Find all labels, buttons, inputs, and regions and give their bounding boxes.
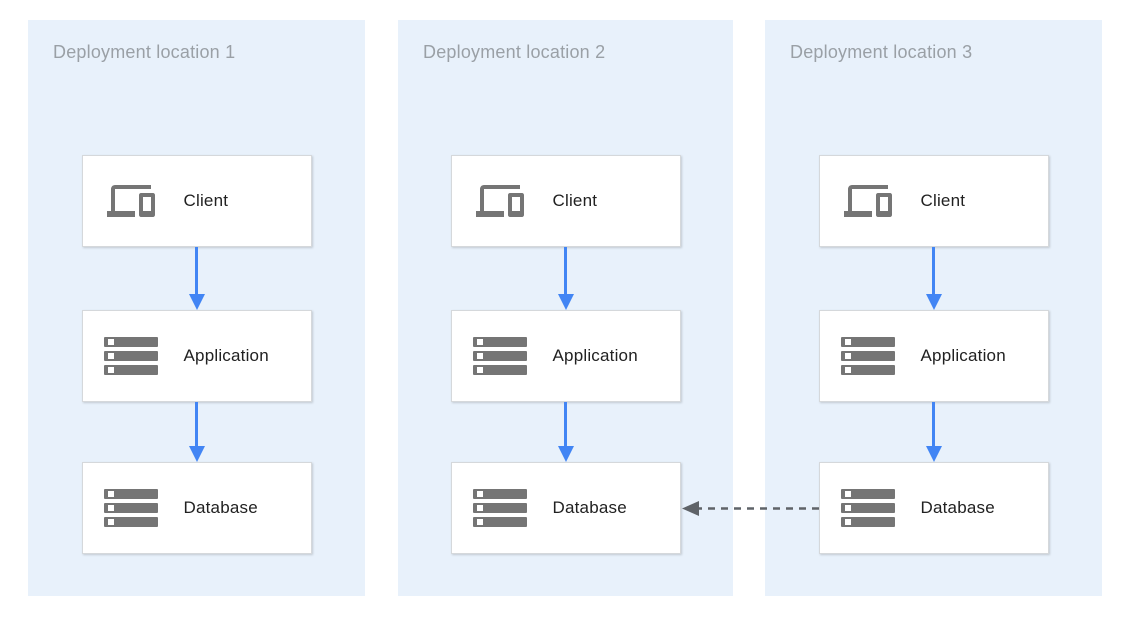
arrow-application-to-database [188,402,205,462]
node-label: Application [183,346,269,365]
server-stack-icon [469,337,531,375]
database-replication-dashed-arrow [681,500,819,517]
node-label: Application [552,346,638,365]
database-node: Database [81,462,312,554]
arrow-shaft [195,402,198,446]
client-devices-icon [837,177,899,225]
server-stack-icon [100,489,162,527]
client-node: Client [818,155,1049,247]
node-label: Database [183,498,258,517]
server-stack-icon [837,489,899,527]
node-label: Client [183,191,229,210]
application-node: Application [450,310,681,402]
server-stack-icon [469,489,531,527]
application-node: Application [81,310,312,402]
arrow-shaft [932,247,935,294]
deployment-location-1-panel: Deployment location 1 Client Application [28,20,365,596]
server-stack-icon [100,337,162,375]
application-node: Application [818,310,1049,402]
client-devices-icon [469,177,531,225]
node-label: Database [552,498,627,517]
node-label: Database [920,498,995,517]
client-node: Client [450,155,681,247]
deployment-location-3-panel: Deployment location 3 Client Application [765,20,1102,596]
client-node: Client [81,155,312,247]
arrow-application-to-database [557,402,574,462]
server-stack-icon [837,337,899,375]
node-label: Application [920,346,1006,365]
arrow-client-to-application [925,247,942,310]
database-node: Database [818,462,1049,554]
database-node: Database [450,462,681,554]
arrow-shaft [195,247,198,294]
arrow-head-icon [188,446,205,462]
panel-title: Deployment location 3 [790,42,973,62]
arrow-head-icon [188,294,205,310]
arrow-head-icon [557,446,574,462]
arrow-shaft [564,402,567,446]
panel-title: Deployment location 1 [53,42,236,62]
arrow-head-icon [925,294,942,310]
client-devices-icon [100,177,162,225]
arrow-client-to-application [188,247,205,310]
arrow-application-to-database [925,402,942,462]
panel-title: Deployment location 2 [423,42,606,62]
arrow-head-icon [557,294,574,310]
arrow-head-icon [925,446,942,462]
arrow-shaft [564,247,567,294]
arrow-client-to-application [557,247,574,310]
arrow-head-icon [682,501,699,516]
node-label: Client [920,191,966,210]
node-label: Client [552,191,598,210]
deployment-location-2-panel: Deployment location 2 Client Application [398,20,733,596]
arrow-shaft [932,402,935,446]
